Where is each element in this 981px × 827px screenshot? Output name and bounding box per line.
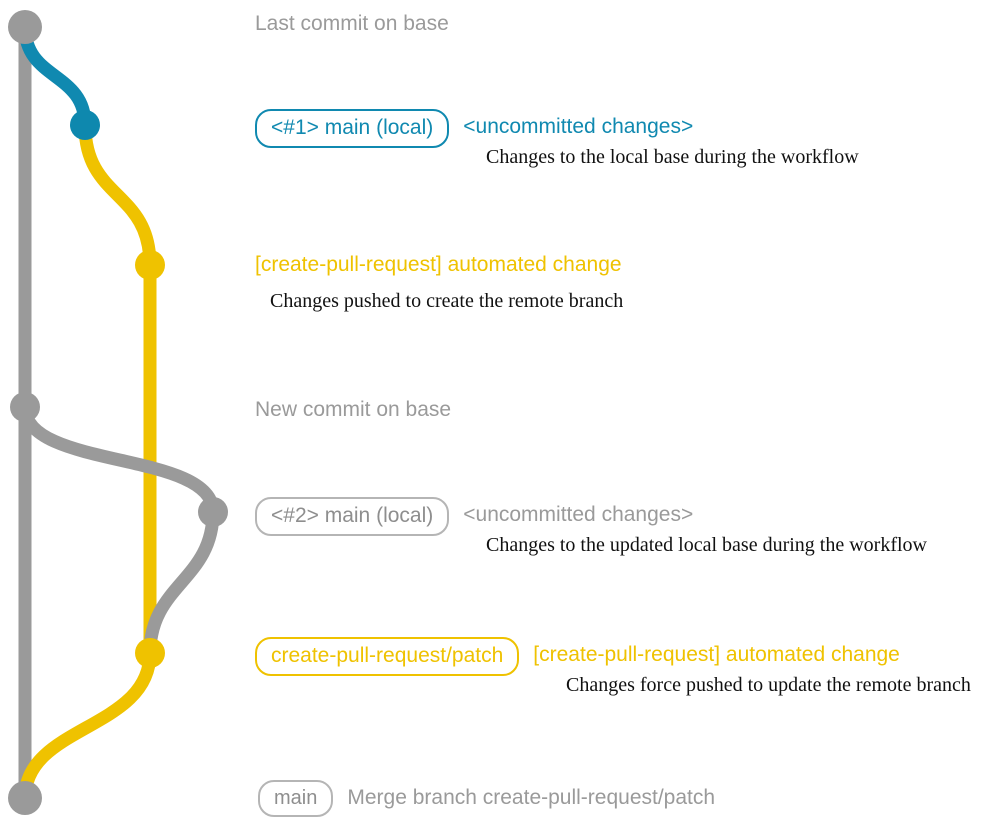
commit-node-base-new[interactable] <box>10 392 40 422</box>
branch-pill-main[interactable]: main <box>258 780 334 817</box>
yellow-merge-line <box>18 646 157 805</box>
commit-node-base-last[interactable] <box>8 10 42 44</box>
row-new-commit-on-base: New commit on base <box>255 397 451 422</box>
commit-node-local-1[interactable] <box>70 110 100 140</box>
commit-subject-patch-1: [create-pull-request] automated change <box>255 253 622 276</box>
branch-pill-main-local-2[interactable]: <#2> main (local) <box>255 497 450 536</box>
commit-subject-local-1: <uncommitted changes> <box>463 115 694 138</box>
commit-node-local-2[interactable] <box>198 497 228 527</box>
commit-description-local-2: Changes to the updated local base during… <box>486 534 927 556</box>
gray-local2-to-patch2-line <box>143 505 220 660</box>
new-commit-on-base-heading: New commit on base <box>255 398 452 421</box>
commit-subject-merge: Merge branch create-pull-request/patch <box>347 786 716 809</box>
commit-description-patch-2: Changes force pushed to update the remot… <box>566 674 971 696</box>
row-commit-patch-2: create-pull-request/patch [create-pull-r… <box>255 637 900 676</box>
row-commit-merge: main Merge branch create-pull-request/pa… <box>258 780 715 817</box>
commit-description-local-1: Changes to the local base during the wor… <box>486 146 859 168</box>
gray-local2-branch-line <box>18 400 220 519</box>
last-commit-on-base-heading: Last commit on base <box>255 12 449 35</box>
row-commit-local-2: <#2> main (local) <uncommitted changes> <box>255 497 693 536</box>
commit-description-patch-1: Changes pushed to create the remote bran… <box>270 290 624 312</box>
branch-pill-create-pull-request-patch[interactable]: create-pull-request/patch <box>255 637 520 676</box>
branch-pill-main-local-1[interactable]: <#1> main (local) <box>255 109 450 148</box>
commit-node-patch-1[interactable] <box>135 250 165 280</box>
row-last-commit-on-base: Last commit on base <box>255 11 449 36</box>
row-commit-patch-1: [create-pull-request] automated change <box>255 253 622 277</box>
row-commit-local-1: <#1> main (local) <uncommitted changes> <box>255 109 693 148</box>
commit-node-patch-2[interactable] <box>135 638 165 668</box>
commit-node-base-merge[interactable] <box>8 781 42 815</box>
commit-subject-patch-2: [create-pull-request] automated change <box>533 643 900 666</box>
commit-subject-local-2: <uncommitted changes> <box>463 503 694 526</box>
